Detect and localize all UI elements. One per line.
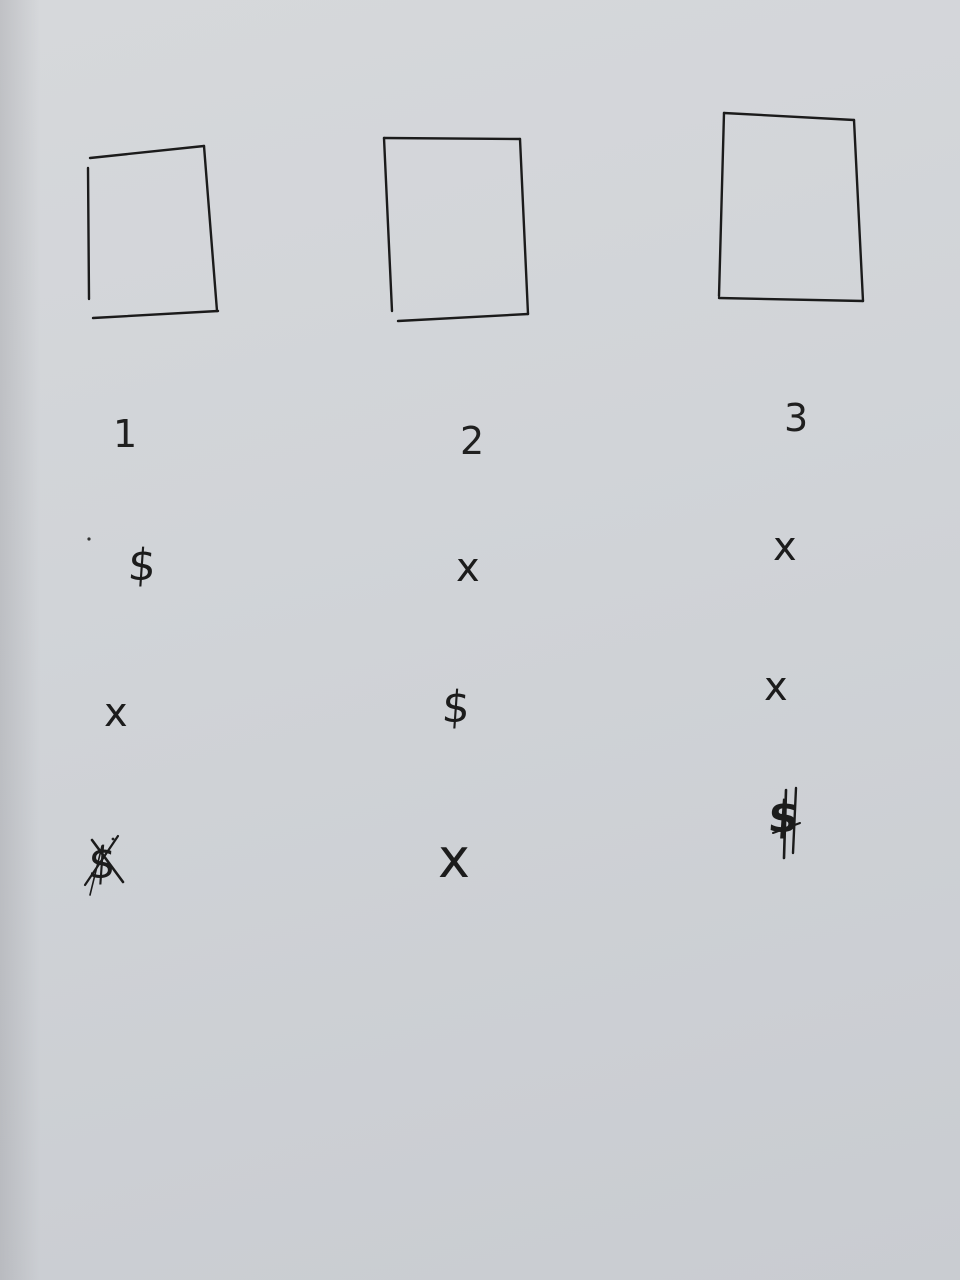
column-3-mark-3: $ xyxy=(766,792,801,843)
column-3-mark-2: x xyxy=(764,664,788,710)
stray-dot xyxy=(87,537,91,541)
column-2-mark-3: x xyxy=(438,827,470,890)
crossed-out-mark xyxy=(83,834,125,896)
column-2-mark-2: $ xyxy=(440,682,472,733)
box-3 xyxy=(717,111,865,303)
column-1-mark-1: $ xyxy=(126,540,158,591)
box-1 xyxy=(86,144,220,320)
column-1-number: 1 xyxy=(113,412,138,456)
column-3-mark-1: x xyxy=(773,524,797,570)
column-2-mark-1: x xyxy=(456,545,480,591)
box-2 xyxy=(382,136,530,323)
overwritten-mark xyxy=(772,786,801,860)
column-1-mark-2: x xyxy=(104,690,128,736)
column-2-number: 2 xyxy=(460,419,485,463)
column-3-number: 3 xyxy=(784,396,809,440)
column-1-mark-3: $ xyxy=(86,838,118,889)
